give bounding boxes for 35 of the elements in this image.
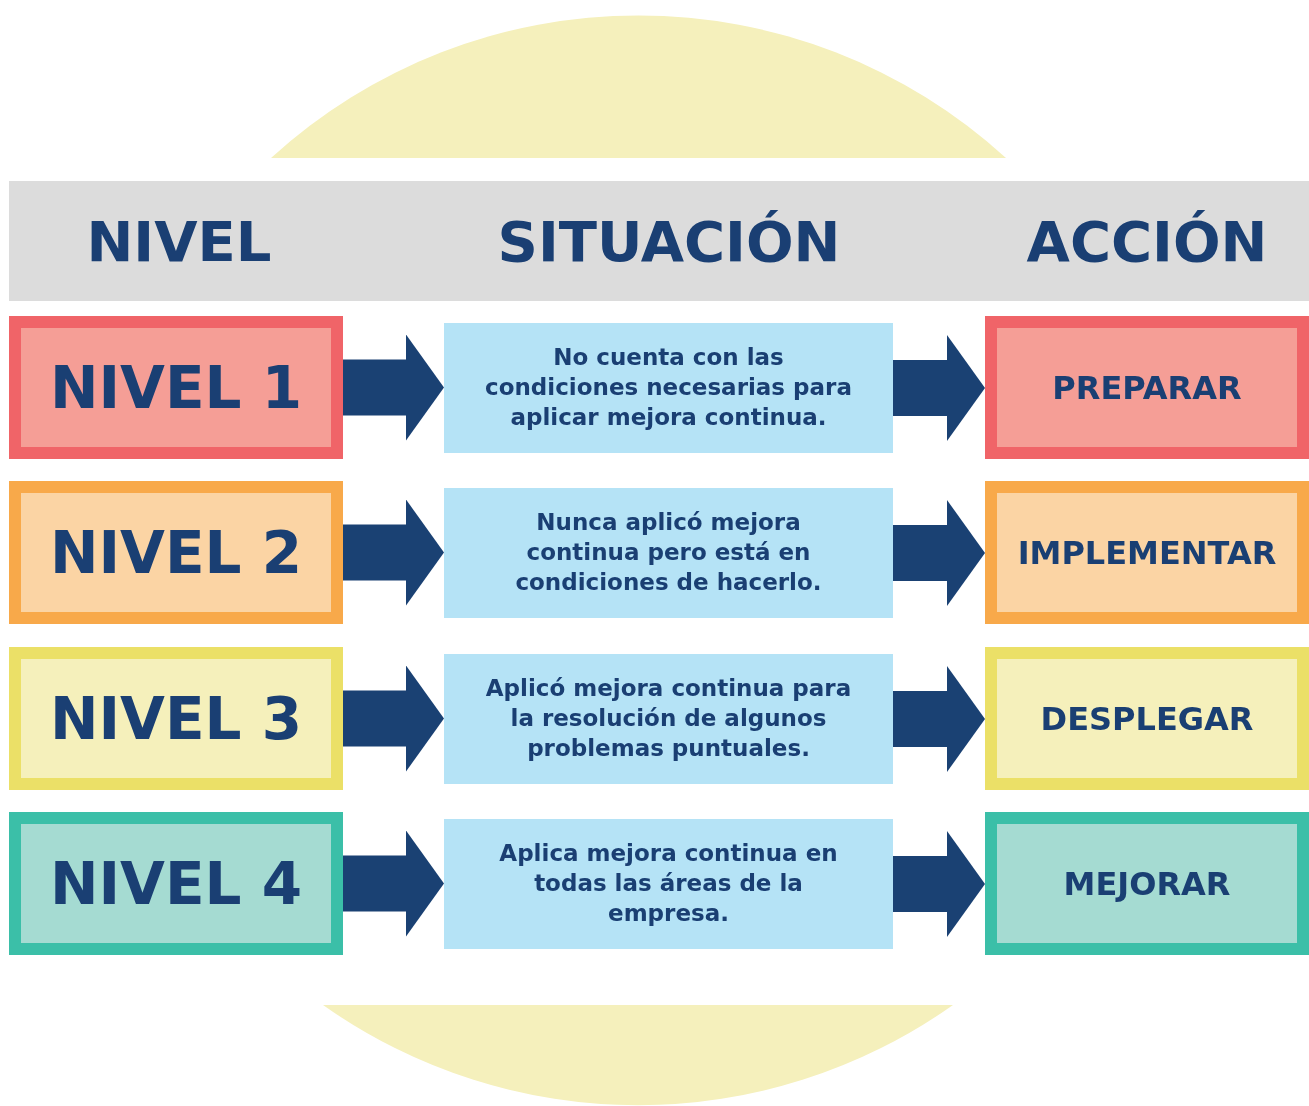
situation-text: Aplicó mejora continua para la resolución de algunos problemas puntuales. [484,674,853,763]
arrow [343,665,444,772]
action-label: DESPLEGAR [1040,699,1254,738]
column-header: NIVEL [86,208,272,274]
action-label: PREPARAR [1052,368,1242,407]
situation-box [444,654,893,784]
level-box [9,812,343,955]
arrow [343,334,444,441]
action-box [985,316,1309,459]
arrow [893,500,985,606]
action-label: IMPLEMENTAR [1017,533,1277,572]
situation-text: Nunca aplicó mejora continua pero está en condiciones de hacerlo. [514,508,823,597]
level-box [9,647,343,790]
arrow [893,335,985,441]
level-box [9,481,343,624]
situation-box [444,323,893,453]
arrow [893,666,985,772]
column-header: ACCIÓN [1026,208,1268,274]
level-box [9,316,343,459]
situation-text: Aplica mejora continua en todas las áreas de la empresa. [498,839,839,928]
level-label: NIVEL 1 [49,353,303,422]
action-box [985,647,1309,790]
action-box [985,481,1309,624]
level-label: NIVEL 2 [49,518,303,587]
level-label: NIVEL 4 [49,849,303,918]
arrow [893,831,985,937]
action-box [985,812,1309,955]
situation-box [444,819,893,949]
situation-text: No cuenta con las condiciones necesarias para aplicar mejora continua. [484,343,853,432]
situation-box [444,488,893,618]
arrow [343,499,444,606]
arrow [343,830,444,937]
action-label: MEJORAR [1063,864,1231,903]
column-header: SITUACIÓN [497,208,841,274]
level-label: NIVEL 3 [49,684,303,753]
